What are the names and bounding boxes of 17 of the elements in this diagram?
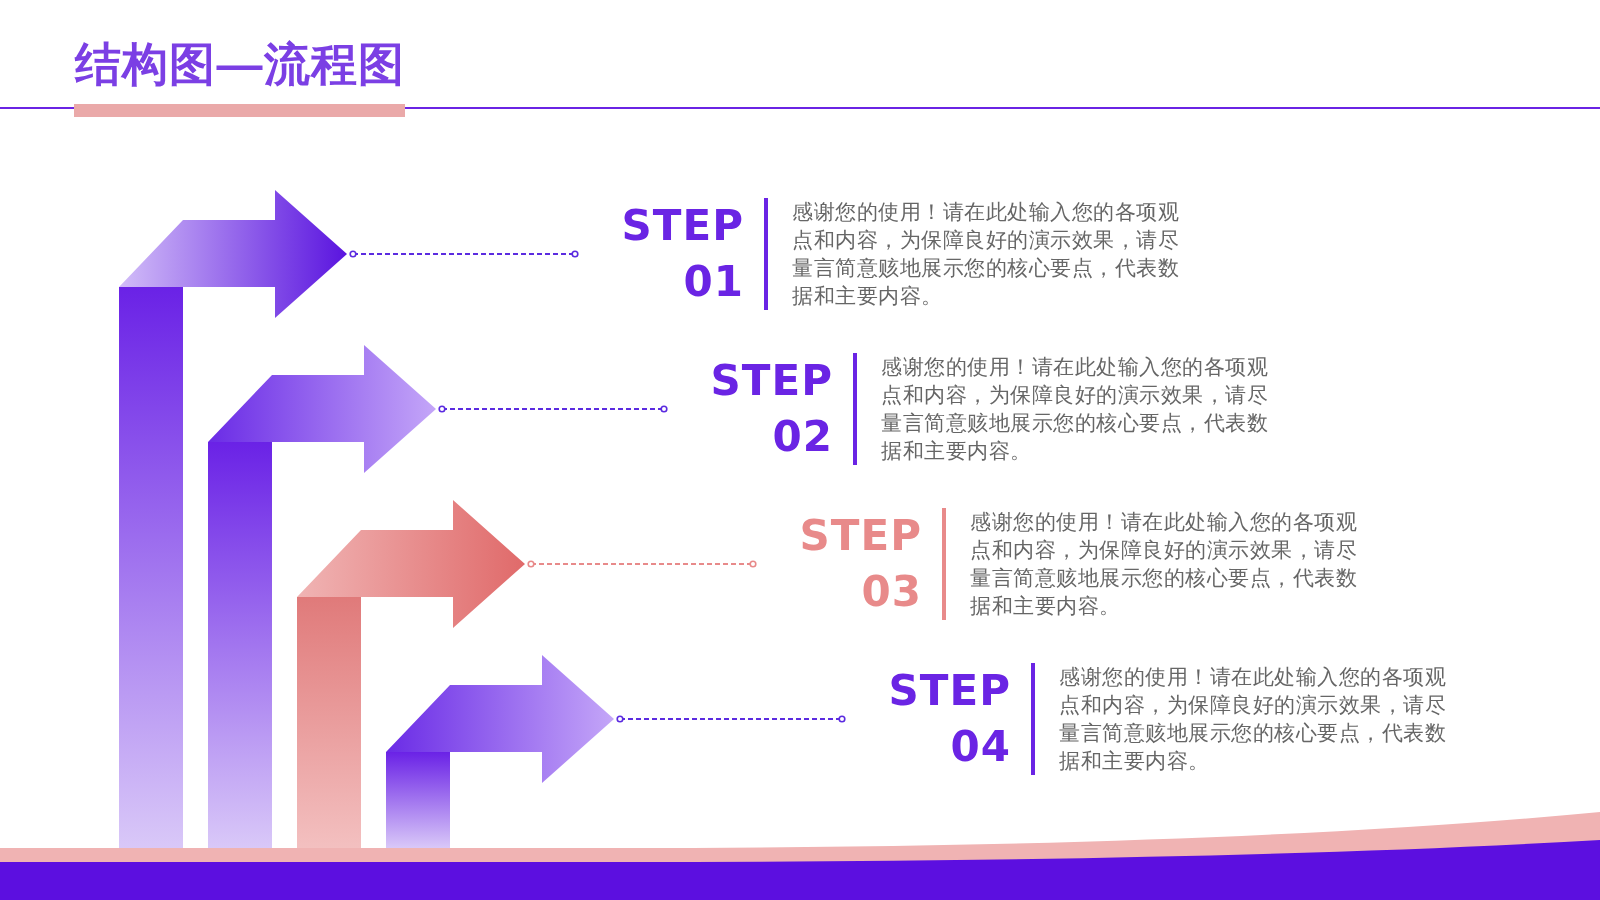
title: 结构图—流程图 [75, 37, 406, 92]
step-description: 感谢您的使用！请在此处输入您的各项观点和内容，为保障良好的演示效果，请尽量言简意赅地展示您的核心要点，代表数据和主要内容。 [881, 354, 1269, 464]
bent-arrow-shape [297, 500, 525, 628]
bent-arrow-shape [386, 655, 614, 783]
dotted-connector [438, 405, 668, 413]
dotted-connector [527, 560, 757, 568]
dotted-connector [616, 715, 846, 723]
bent-arrow-shape [119, 190, 347, 318]
step-description: 感谢您的使用！请在此处输入您的各项观点和内容，为保障良好的演示效果，请尽量言简意赅地展示您的核心要点，代表数据和主要内容。 [970, 509, 1358, 619]
step-description: 感谢您的使用！请在此处输入您的各项观点和内容，为保障良好的演示效果，请尽量言简意赅地展示您的核心要点，代表数据和主要内容。 [1059, 664, 1447, 774]
step-label: STEP 03 [798, 510, 922, 618]
step-description: 感谢您的使用！请在此处输入您的各项观点和内容，为保障良好的演示效果，请尽量言简意赅地展示您的核心要点，代表数据和主要内容。 [792, 199, 1180, 309]
step-label: STEP 01 [620, 200, 744, 308]
dotted-connector [349, 250, 579, 258]
step-label: STEP 04 [887, 665, 1011, 773]
bent-arrow-shape [208, 345, 436, 473]
step-label: STEP 02 [709, 355, 833, 463]
